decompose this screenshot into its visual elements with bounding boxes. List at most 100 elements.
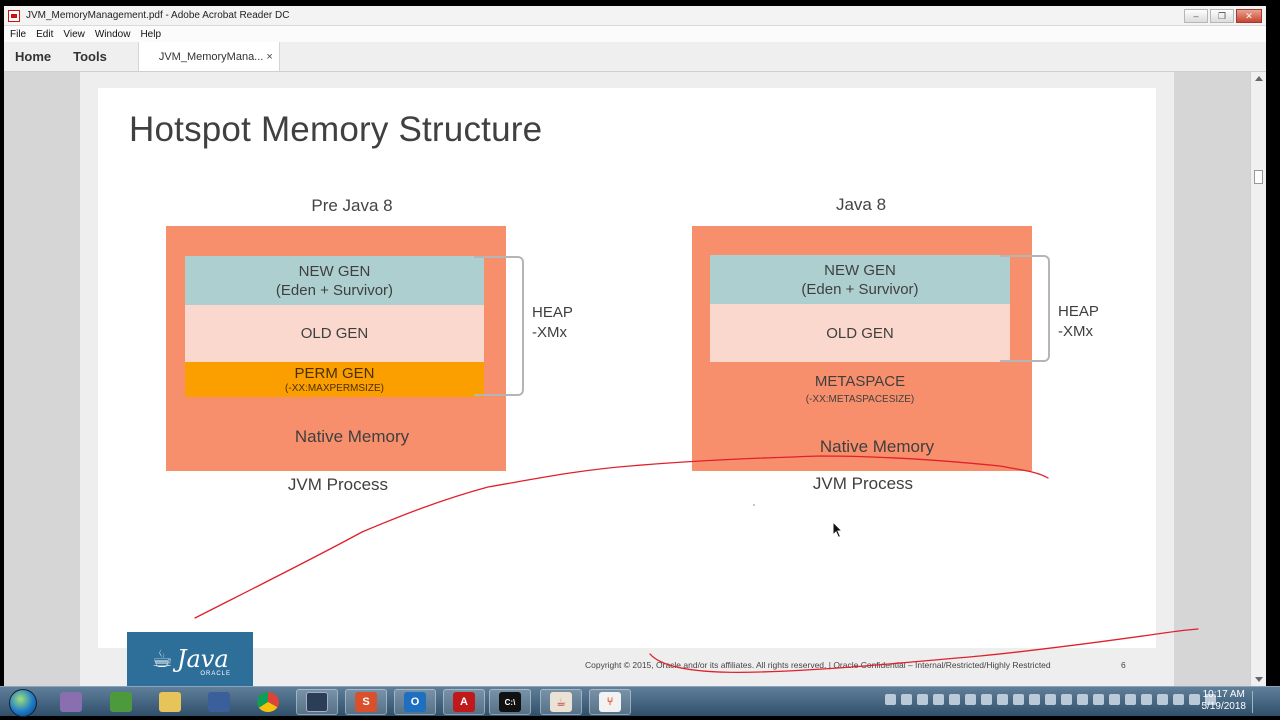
taskbar-clock[interactable]: 10:17 AM 5/19/2018	[1202, 689, 1247, 713]
scroll-up-icon[interactable]	[1255, 76, 1263, 81]
taskbar-item-outlook[interactable]: O	[394, 689, 436, 715]
tray-icon[interactable]	[1157, 694, 1168, 705]
git-icon: ⑂	[599, 692, 621, 712]
tray-icon[interactable]	[901, 694, 912, 705]
java-icon: ☕	[550, 692, 572, 712]
pre-java8-heap-label: HEAP -XMx	[532, 303, 573, 343]
minimize-button[interactable]: –	[1184, 9, 1208, 23]
tray-icon[interactable]	[1029, 694, 1040, 705]
restore-button[interactable]: ❐	[1210, 9, 1234, 23]
taskbar-item-excel[interactable]	[100, 689, 142, 715]
tray-icon[interactable]	[1141, 694, 1152, 705]
tray-icon[interactable]	[949, 694, 960, 705]
menu-help[interactable]: Help	[140, 28, 162, 40]
window-controls: – ❐ ✕	[1184, 9, 1262, 23]
title-bar[interactable]: JVM_MemoryManagement.pdf - Adobe Acrobat…	[4, 6, 1266, 26]
acrobat-icon: A	[453, 692, 475, 712]
perm-gen-flag: (-XX:MAXPERMSIZE)	[285, 383, 384, 394]
tab-document[interactable]: JVM_MemoryMana... ×	[137, 42, 280, 71]
tab-tools[interactable]: Tools	[73, 49, 107, 64]
tray-icon[interactable]	[1189, 694, 1200, 705]
taskbar-item-virtualbox[interactable]	[198, 689, 240, 715]
pre-java8-new-gen: NEW GEN (Eden + Survivor)	[185, 256, 484, 305]
tray-icon[interactable]	[1061, 694, 1072, 705]
tray-icon[interactable]	[933, 694, 944, 705]
tab-home[interactable]: Home	[15, 49, 52, 64]
heap-text: HEAP	[1058, 303, 1099, 320]
window-icon	[306, 692, 328, 712]
taskbar-item-git[interactable]: ⑂	[589, 689, 631, 715]
java8-jvm-process-label: JVM Process	[812, 474, 914, 493]
taskbar-item-app[interactable]	[50, 689, 92, 715]
new-gen-label: NEW GEN	[824, 261, 896, 279]
file-explorer-icon	[159, 692, 181, 712]
tray-icon[interactable]	[981, 694, 992, 705]
pre-java8-heap-bracket	[474, 256, 524, 396]
java8-heap-label: HEAP -XMx	[1058, 302, 1099, 342]
pre-java8-native-memory: Native Memory	[294, 427, 410, 446]
acrobat-app-icon	[8, 9, 20, 22]
menu-file[interactable]: File	[10, 28, 27, 40]
heap-text: HEAP	[532, 304, 573, 321]
perm-gen-label: PERM GEN	[294, 365, 375, 382]
java8-metaspace: METASPACE (-XX:METASPACESIZE)	[710, 373, 1010, 405]
tab-bar: Home Tools JVM_MemoryMana... ×	[4, 42, 1266, 72]
show-desktop-button[interactable]	[1252, 691, 1264, 713]
pre-java8-perm-gen: PERM GEN (-XX:MAXPERMSIZE)	[185, 362, 484, 397]
java8-native-memory: Native Memory	[819, 437, 935, 456]
menu-window[interactable]: Window	[94, 28, 131, 40]
clock-date: 5/19/2018	[1201, 701, 1247, 712]
java8-new-gen: NEW GEN (Eden + Survivor)	[710, 255, 1010, 304]
menu-view[interactable]: View	[63, 28, 85, 40]
oracle-logo-word: ORACLE	[200, 671, 231, 677]
slide-page-number: 6	[1121, 660, 1126, 670]
tray-icon[interactable]	[1045, 694, 1056, 705]
menu-edit[interactable]: Edit	[36, 28, 54, 40]
document-area[interactable]: Hotspot Memory Structure Pre Java 8 NEW …	[4, 72, 1250, 686]
slide-title: Hotspot Memory Structure	[129, 110, 543, 149]
scroll-down-icon[interactable]	[1255, 677, 1263, 682]
tray-icon[interactable]	[1013, 694, 1024, 705]
tray-icon[interactable]	[997, 694, 1008, 705]
tab-document-label: JVM_MemoryMana...	[158, 50, 264, 63]
pre-java8-old-gen: OLD GEN	[185, 305, 484, 362]
tray-icon[interactable]	[1093, 694, 1104, 705]
sublime-icon: S	[355, 692, 377, 712]
chrome-icon	[257, 692, 279, 712]
cmd-icon: C:\	[499, 692, 521, 712]
volume-icon[interactable]	[1205, 694, 1216, 705]
tray-icon[interactable]	[1109, 694, 1120, 705]
taskbar-item-sublime[interactable]: S	[345, 689, 387, 715]
excel-icon	[110, 692, 132, 712]
start-button[interactable]	[9, 689, 37, 717]
java8-old-gen: OLD GEN	[710, 304, 1010, 362]
metaspace-label: METASPACE	[814, 373, 906, 390]
old-gen-label: OLD GEN	[300, 325, 369, 342]
new-gen-label: NEW GEN	[298, 262, 371, 280]
taskbar-item-cmd[interactable]: C:\	[489, 689, 531, 715]
virtualbox-icon	[208, 692, 230, 712]
windows-taskbar: S O A C:\ ☕ ⑂ 10:17 AM 5	[0, 686, 1280, 717]
tray-icon[interactable]	[1125, 694, 1136, 705]
java8-heap-bracket	[1000, 255, 1050, 362]
close-button[interactable]: ✕	[1236, 9, 1262, 23]
taskbar-item-window[interactable]	[296, 689, 338, 715]
taskbar-item-acrobat[interactable]: A	[443, 689, 485, 715]
pdf-page: Hotspot Memory Structure Pre Java 8 NEW …	[80, 72, 1174, 686]
java-oracle-logo: ☕ Java ORACLE	[127, 632, 253, 686]
tray-icon[interactable]	[965, 694, 976, 705]
vertical-scrollbar[interactable]	[1250, 72, 1266, 686]
tray-icon[interactable]	[917, 694, 928, 705]
scroll-thumb[interactable]	[1254, 170, 1263, 184]
taskbar-item-explorer[interactable]	[149, 689, 191, 715]
taskbar-item-java[interactable]: ☕	[540, 689, 582, 715]
taskbar-item-chrome[interactable]	[247, 689, 289, 715]
app-icon	[60, 692, 82, 712]
tab-close-icon[interactable]: ×	[266, 50, 273, 63]
tray-icon[interactable]	[1173, 694, 1184, 705]
tray-icon[interactable]	[885, 694, 896, 705]
tray-icon[interactable]	[1077, 694, 1088, 705]
system-tray[interactable]	[885, 694, 1216, 705]
clock-time: 10:17 AM	[1202, 689, 1245, 700]
pre-java8-jvm-process-label: JVM Process	[287, 475, 389, 494]
